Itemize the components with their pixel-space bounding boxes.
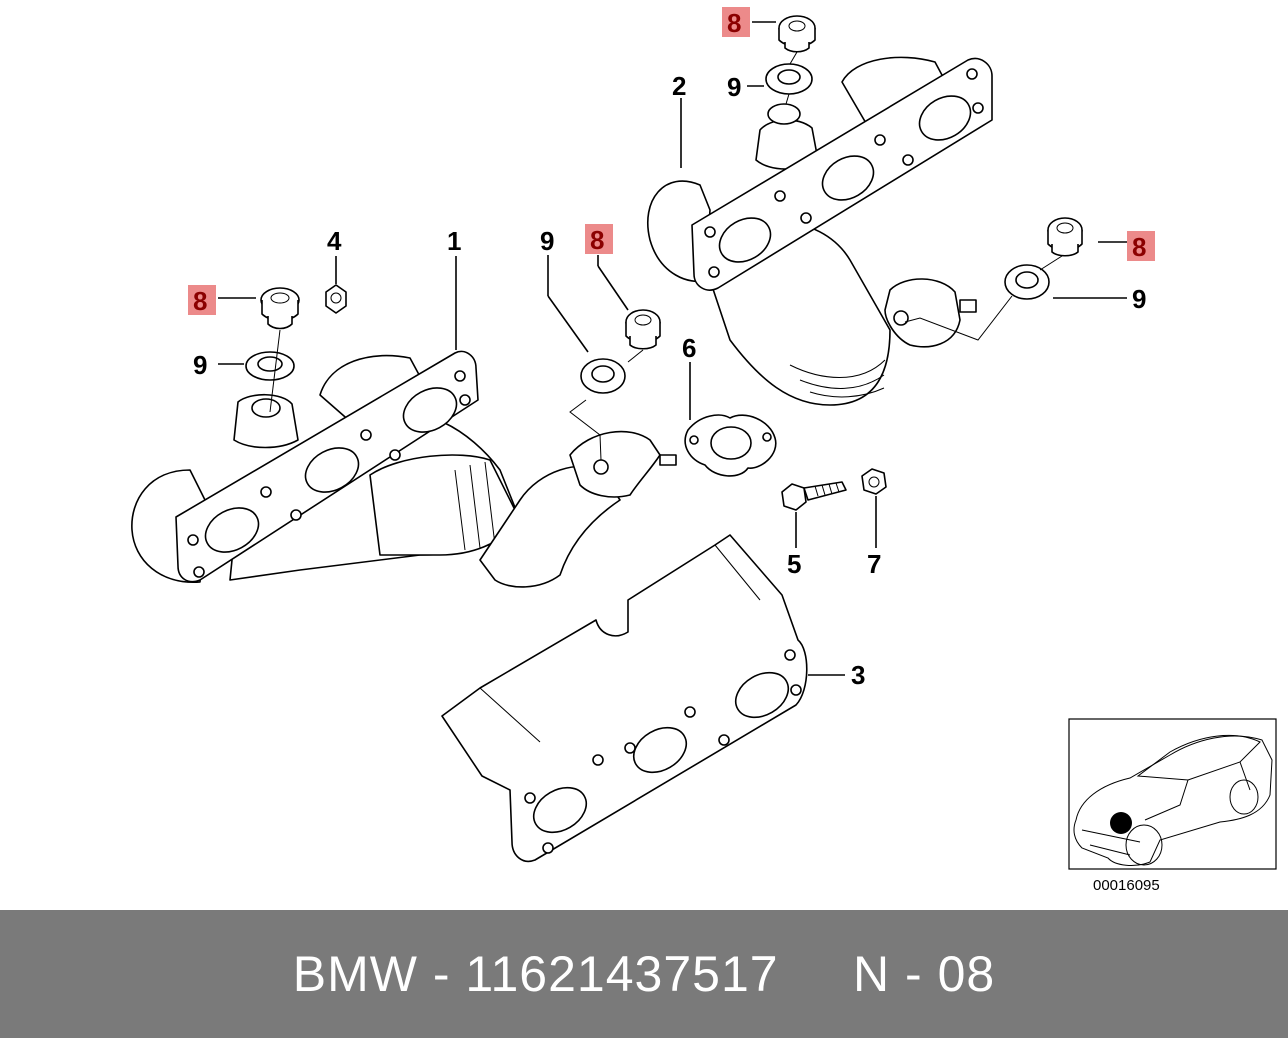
diagram-id: 00016095 [1093, 877, 1160, 894]
part-number-footer: BMW - 11621437517 N - 08 [0, 910, 1288, 1038]
callout-1: 1 [447, 226, 461, 256]
callout-8-highlight-a: 8 [188, 285, 216, 316]
callout-8-a: 8 [193, 286, 207, 316]
vehicle-location-thumbnail: 00016095 [1068, 718, 1277, 894]
seal-ring-9a [245, 351, 295, 381]
callout-9-d: 9 [1132, 284, 1146, 314]
callout-2: 2 [672, 71, 686, 101]
footer-part-number-text: BMW - 11621437517 N - 08 [292, 946, 996, 1002]
seal-ring-9d [1004, 264, 1050, 300]
bolt-part-5 [781, 481, 847, 511]
callout-9-c: 9 [727, 72, 741, 102]
callout-8-highlight-b: 8 [585, 224, 613, 255]
exhaust-manifold-front [131, 350, 677, 588]
seal-ring-9b [580, 358, 626, 394]
callout-8-b: 8 [590, 225, 604, 255]
seal-ring-9c [765, 63, 813, 95]
callout-8-c: 8 [727, 8, 741, 38]
leader-lines [218, 21, 1127, 676]
screw-plug-8a [260, 287, 300, 330]
callout-8-highlight-c: 8 [722, 7, 750, 38]
callout-8-highlight-d: 8 [1127, 231, 1155, 262]
callout-3: 3 [851, 660, 865, 690]
location-dot-icon [1110, 812, 1132, 834]
callout-9-b: 9 [540, 226, 554, 256]
callout-8-d: 8 [1132, 232, 1146, 262]
callout-5: 5 [787, 549, 801, 579]
nut-part-4 [325, 284, 347, 314]
screw-plug-8b [625, 309, 661, 350]
callout-6: 6 [682, 333, 696, 363]
car-outline-icon [1073, 734, 1273, 866]
parts-diagram: 1 2 3 4 5 6 7 8 8 8 8 9 9 9 9 00016095 [131, 7, 1277, 894]
screw-plug-8c [778, 15, 816, 53]
nut-part-7 [861, 468, 887, 495]
heat-shield-gasket [441, 534, 808, 862]
exhaust-manifold-rear [647, 56, 993, 406]
screw-plug-8d [1047, 217, 1083, 257]
callout-4: 4 [327, 226, 342, 256]
callout-9-a: 9 [193, 350, 207, 380]
callout-7: 7 [867, 549, 881, 579]
gasket-part-6 [684, 414, 777, 477]
